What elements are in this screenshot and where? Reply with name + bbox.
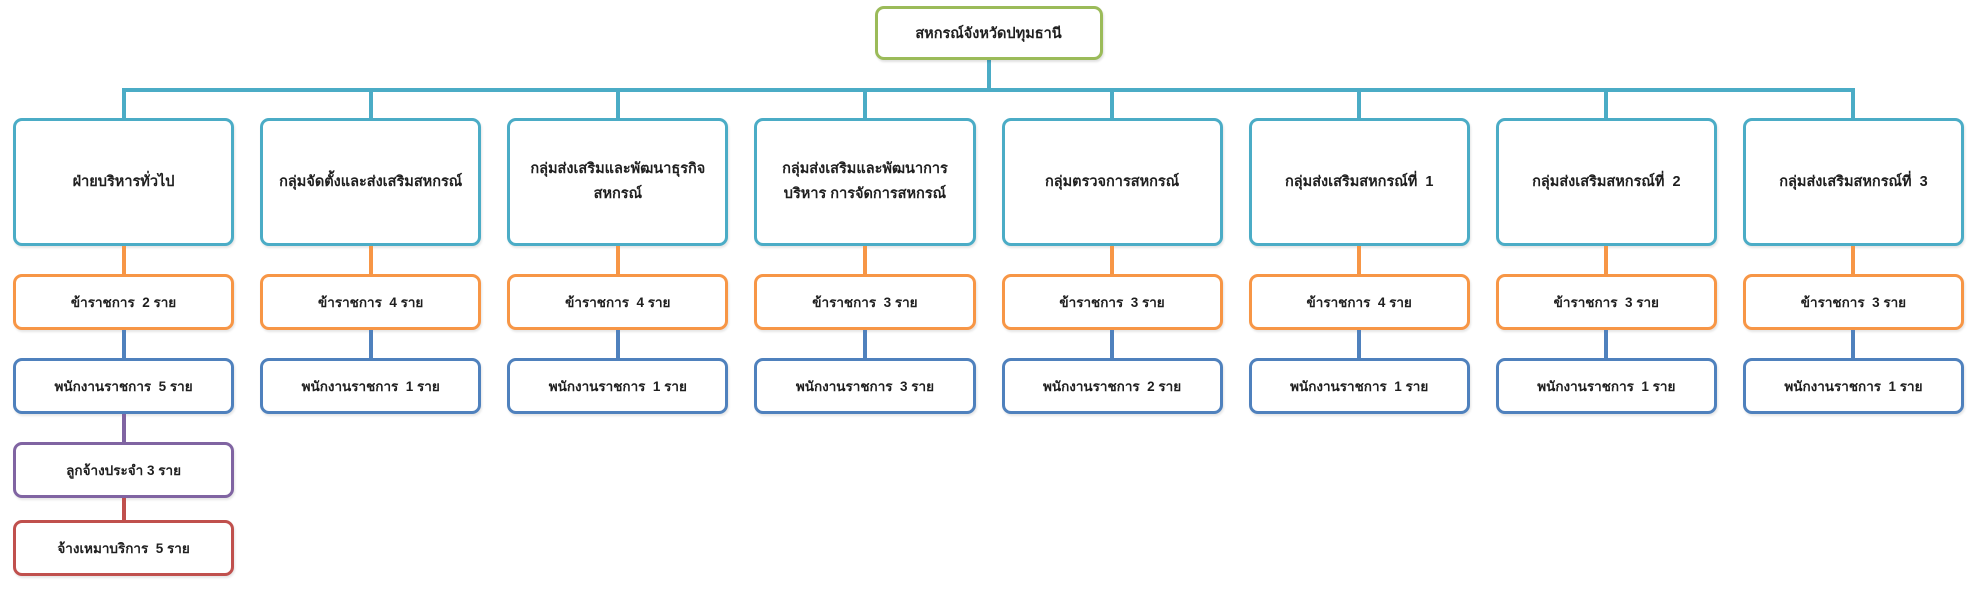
connector-gov-employees xyxy=(1604,330,1609,358)
civil-servants-label: ข้าราชการ 2 ราย xyxy=(70,295,177,310)
gov-employees-label: พนักงานราชการ 1 ราย xyxy=(1290,379,1429,394)
connector-branch-drop xyxy=(1604,88,1609,118)
department-box: กลุ่มตรวจการสหกรณ์ xyxy=(1001,118,1223,246)
gov-employees-label: พนักงานราชการ 1 ราย xyxy=(1784,379,1923,394)
civil-servants-box: ข้าราชการ 4 ราย xyxy=(507,274,729,330)
connector-gov-employees xyxy=(368,330,373,358)
connector-gov-employees xyxy=(1851,330,1856,358)
org-column-promotion-unit-3: กลุ่มส่งเสริมสหกรณ์ที่ 3 ข้าราชการ 3 ราย… xyxy=(1730,88,1977,576)
civil-servants-box: ข้าราชการ 3 ราย xyxy=(1495,274,1717,330)
org-column-general-admin: ฝ่ายบริหารทั่วไป ข้าราชการ 2 ราย พนักงาน… xyxy=(0,88,247,576)
connector-permanent-employees xyxy=(121,414,126,442)
connector-branch-drop xyxy=(862,88,867,118)
gov-employees-box: พนักงานราชการ 1 ราย xyxy=(507,358,729,414)
org-column-promotion-unit-1: กลุ่มส่งเสริมสหกรณ์ที่ 1 ข้าราชการ 4 ราย… xyxy=(1236,88,1483,576)
department-title: กลุ่มส่งเสริมสหกรณ์ที่ 2 xyxy=(1532,173,1681,190)
org-column-management-development: กลุ่มส่งเสริมและพัฒนาการบริหาร การจัดการ… xyxy=(741,88,988,576)
connector-branch-drop xyxy=(1851,88,1856,118)
department-box: กลุ่มส่งเสริมสหกรณ์ที่ 3 xyxy=(1742,118,1964,246)
connector-civil-servants xyxy=(615,246,620,274)
columns-container: ฝ่ายบริหารทั่วไป ข้าราชการ 2 ราย พนักงาน… xyxy=(0,88,1977,576)
connector-civil-servants xyxy=(1357,246,1362,274)
gov-employees-box: พนักงานราชการ 2 ราย xyxy=(1001,358,1223,414)
civil-servants-box: ข้าราชการ 4 ราย xyxy=(1248,274,1470,330)
civil-servants-label: ข้าราชการ 4 ราย xyxy=(1306,295,1412,310)
gov-employees-label: พนักงานราชการ 1 ราย xyxy=(301,379,440,394)
permanent-employees-label: ลูกจ้างประจำ 3 ราย xyxy=(66,463,181,478)
connector-civil-servants xyxy=(368,246,373,274)
department-title: กลุ่มส่งเสริมสหกรณ์ที่ 3 xyxy=(1779,173,1928,190)
gov-employees-label: พนักงานราชการ 3 ราย xyxy=(795,379,935,394)
connector-civil-servants xyxy=(1110,246,1115,274)
org-column-promotion-unit-2: กลุ่มส่งเสริมสหกรณ์ที่ 2 ข้าราชการ 3 ราย… xyxy=(1483,88,1730,576)
department-box: กลุ่มส่งเสริมสหกรณ์ที่ 1 xyxy=(1248,118,1470,246)
gov-employees-box: พนักงานราชการ 1 ราย xyxy=(1495,358,1717,414)
department-title: ฝ่ายบริหารทั่วไป xyxy=(72,173,175,190)
outsourced-label: จ้างเหมาบริการ 5 ราย xyxy=(57,541,190,556)
department-title: กลุ่มส่งเสริมและพัฒนาธุรกิจ สหกรณ์ xyxy=(530,161,710,202)
root-row: สหกรณ์จังหวัดปทุมธานี xyxy=(0,0,1977,60)
connector-root-stub xyxy=(986,60,991,88)
gov-employees-box: พนักงานราชการ 1 ราย xyxy=(1248,358,1470,414)
civil-servants-box: ข้าราชการ 3 ราย xyxy=(754,274,976,330)
civil-servants-box: ข้าราชการ 3 ราย xyxy=(1001,274,1223,330)
civil-servants-box: ข้าราชการ 3 ราย xyxy=(1742,274,1964,330)
permanent-employees-box: ลูกจ้างประจำ 3 ราย xyxy=(13,442,235,498)
connector-horizontal-line xyxy=(121,88,1856,92)
connector-gov-employees xyxy=(1357,330,1362,358)
civil-servants-label: ข้าราชการ 4 ราย xyxy=(565,295,671,310)
outsourced-box: จ้างเหมาบริการ 5 ราย xyxy=(13,520,235,576)
department-box: ฝ่ายบริหารทั่วไป xyxy=(13,118,235,246)
department-title: กลุ่มส่งเสริมสหกรณ์ที่ 1 xyxy=(1284,173,1434,190)
gov-employees-label: พนักงานราชการ 5 ราย xyxy=(54,379,193,394)
root-title: สหกรณ์จังหวัดปทุมธานี xyxy=(915,25,1062,42)
connector-gov-employees xyxy=(615,330,620,358)
civil-servants-label: ข้าราชการ 3 ราย xyxy=(1553,295,1659,310)
department-title: กลุ่มส่งเสริมและพัฒนาการบริหาร การจัดการ… xyxy=(782,161,948,202)
gov-employees-box: พนักงานราชการ 1 ราย xyxy=(1742,358,1964,414)
connector-branch-drop xyxy=(615,88,620,118)
department-box: กลุ่มส่งเสริมสหกรณ์ที่ 2 xyxy=(1495,118,1717,246)
department-title: กลุ่มตรวจการสหกรณ์ xyxy=(1044,173,1180,190)
civil-servants-label: ข้าราชการ 3 ราย xyxy=(1059,295,1165,310)
connector-gov-employees xyxy=(1110,330,1115,358)
civil-servants-box: ข้าราชการ 2 ราย xyxy=(13,274,235,330)
connector-branch-drop xyxy=(1110,88,1115,118)
connector-branch-drop xyxy=(368,88,373,118)
root-box: สหกรณ์จังหวัดปทุมธานี xyxy=(874,6,1103,60)
org-column-establishment-promotion: กลุ่มจัดตั้งและส่งเสริมสหกรณ์ ข้าราชการ … xyxy=(247,88,494,576)
civil-servants-label: ข้าราชการ 4 ราย xyxy=(318,295,424,310)
gov-employees-label: พนักงานราชการ 2 ราย xyxy=(1042,379,1182,394)
department-box: กลุ่มส่งเสริมและพัฒนาธุรกิจ สหกรณ์ xyxy=(507,118,729,246)
department-box: กลุ่มจัดตั้งและส่งเสริมสหกรณ์ xyxy=(260,118,482,246)
connector-outsourced xyxy=(121,498,126,520)
connector-branch-drop xyxy=(1357,88,1362,118)
connector-gov-employees xyxy=(862,330,867,358)
connector-civil-servants xyxy=(862,246,867,274)
civil-servants-label: ข้าราชการ 3 ราย xyxy=(812,295,918,310)
gov-employees-box: พนักงานราชการ 5 ราย xyxy=(13,358,235,414)
gov-employees-label: พนักงานราชการ 1 ราย xyxy=(1537,379,1676,394)
connector-branch-drop xyxy=(121,88,126,118)
civil-servants-box: ข้าราชการ 4 ราย xyxy=(260,274,482,330)
connector-gov-employees xyxy=(121,330,126,358)
civil-servants-label: ข้าราชการ 3 ราย xyxy=(1800,295,1907,310)
department-title: กลุ่มจัดตั้งและส่งเสริมสหกรณ์ xyxy=(279,173,463,190)
gov-employees-box: พนักงานราชการ 1 ราย xyxy=(260,358,482,414)
connector-civil-servants xyxy=(121,246,126,274)
connector-civil-servants xyxy=(1851,246,1856,274)
department-box: กลุ่มส่งเสริมและพัฒนาการบริหาร การจัดการ… xyxy=(754,118,976,246)
org-column-business-development: กลุ่มส่งเสริมและพัฒนาธุรกิจ สหกรณ์ ข้ารา… xyxy=(494,88,741,576)
org-column-inspection: กลุ่มตรวจการสหกรณ์ ข้าราชการ 3 ราย พนักง… xyxy=(989,88,1236,576)
gov-employees-label: พนักงานราชการ 1 ราย xyxy=(548,379,687,394)
gov-employees-box: พนักงานราชการ 3 ราย xyxy=(754,358,976,414)
connector-civil-servants xyxy=(1604,246,1609,274)
